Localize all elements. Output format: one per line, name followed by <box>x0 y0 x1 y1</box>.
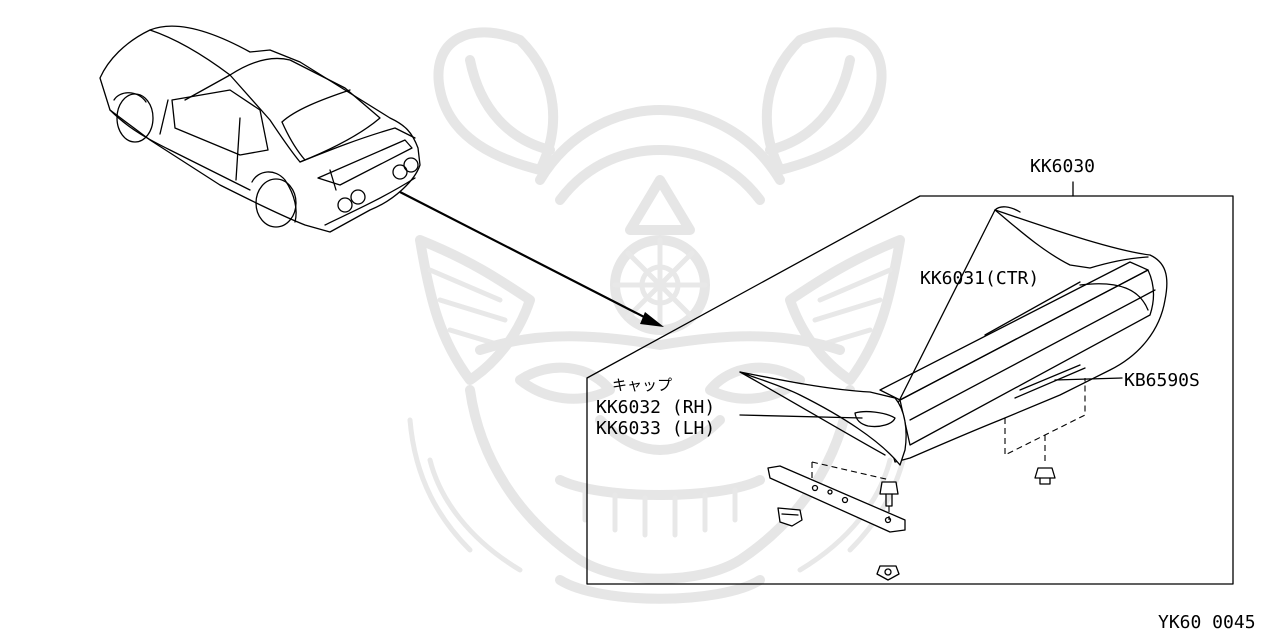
label-cap-rh: KK6032 (RH) <box>596 397 715 418</box>
label-spoiler-center: KK6031(CTR) <box>920 268 1039 289</box>
car-rear-view-illustration <box>99 25 421 233</box>
pointer-arrow-icon <box>399 191 664 327</box>
label-bracket-part: KB6590S <box>1124 370 1200 391</box>
rear-spoiler-drawing <box>739 206 1168 466</box>
figure-code: YK60 0045 <box>1158 612 1256 633</box>
parts-frame <box>586 181 1234 585</box>
mounting-bracket-drawing <box>767 378 1086 581</box>
leader-lines <box>739 281 1123 419</box>
samurai-helmet-watermark-icon <box>407 27 913 604</box>
label-cap-lh: KK6033 (LH) <box>596 418 715 439</box>
label-kit-part: KK6030 <box>1030 156 1095 177</box>
label-cap: キャップ <box>612 376 672 394</box>
